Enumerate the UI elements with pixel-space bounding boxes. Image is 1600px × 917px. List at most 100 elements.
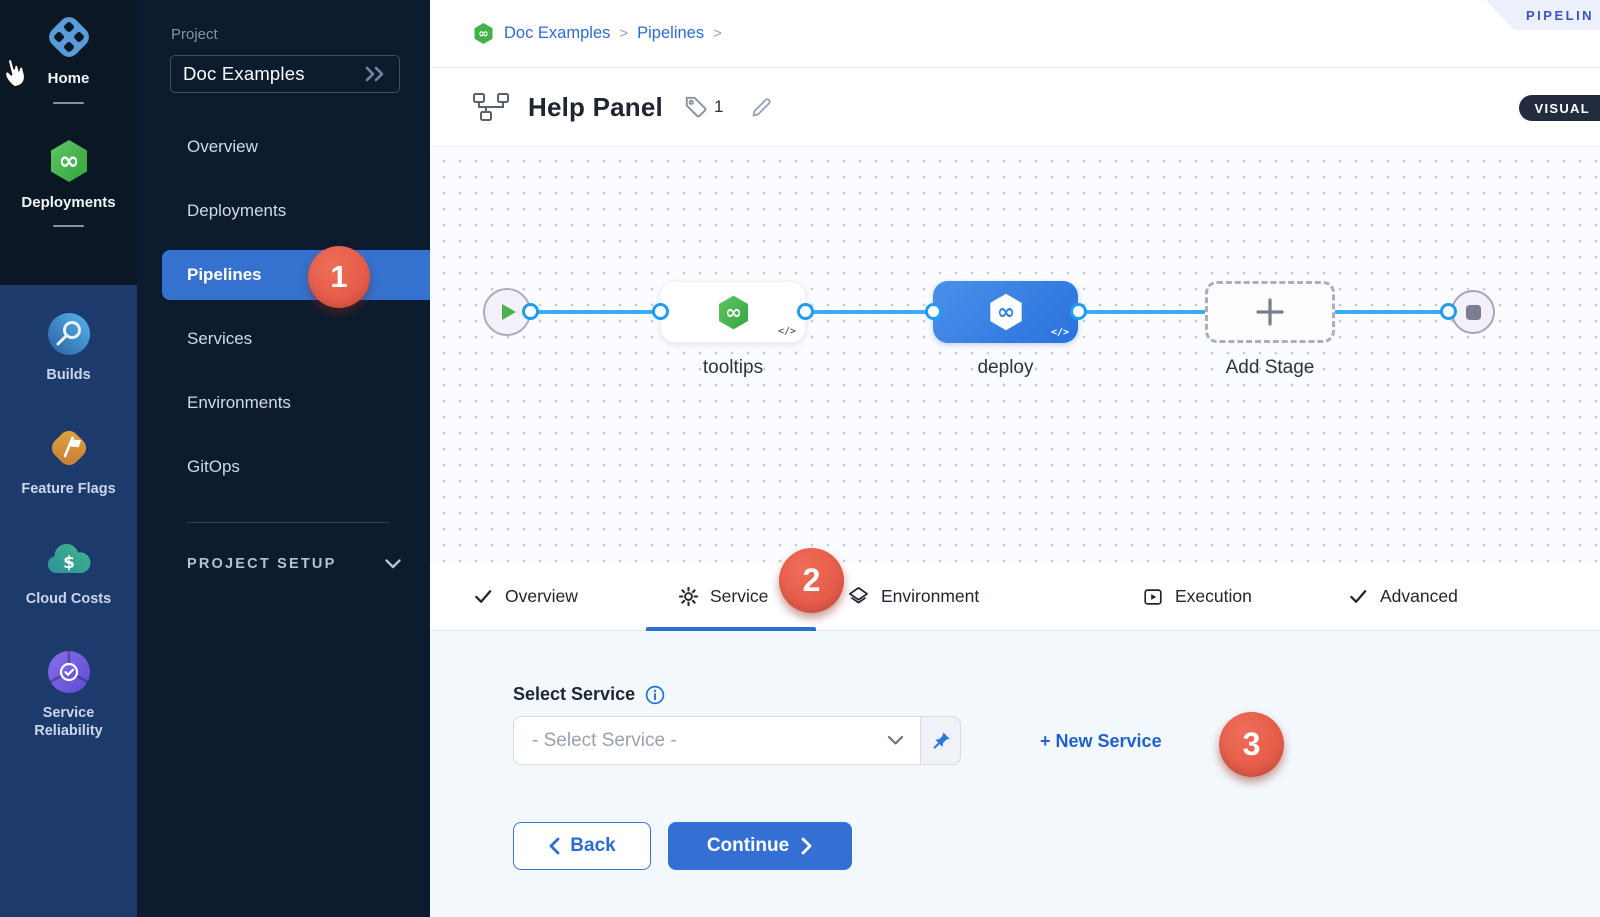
breadcrumb-separator: > — [713, 25, 722, 42]
chevron-right-icon — [801, 837, 813, 855]
tab-environment[interactable]: Environment — [847, 563, 979, 630]
pipeline-end-node — [1451, 290, 1495, 334]
sidebar-item-overview[interactable]: Overview — [187, 137, 258, 156]
pin-service-button[interactable] — [921, 716, 961, 765]
pin-icon — [931, 731, 951, 751]
project-setup-label: PROJECT SETUP — [187, 556, 337, 572]
module-item-service-reliability[interactable]: Service Reliability — [0, 649, 137, 742]
tab-advanced[interactable]: Advanced — [1348, 563, 1458, 630]
module-label-service-reliability: Service Reliability — [34, 704, 103, 740]
back-button[interactable]: Back — [513, 822, 651, 870]
project-selector[interactable]: Doc Examples — [170, 55, 400, 93]
stage-tabs: Overview Service — [430, 563, 1600, 631]
sidebar-divider — [187, 522, 389, 523]
rail-divider — [53, 225, 84, 227]
breadcrumb-pipelines-link[interactable]: Pipelines — [637, 24, 705, 42]
module-item-deployments[interactable]: ∞ Deployments — [0, 138, 137, 227]
tab-execution[interactable]: Execution — [1142, 563, 1252, 630]
info-icon[interactable] — [645, 685, 665, 705]
tab-label: Service — [710, 586, 769, 606]
chevron-left-icon — [548, 837, 560, 855]
hand-cursor-icon — [1, 53, 33, 91]
service-select-dropdown[interactable]: - Select Service - — [513, 716, 921, 765]
pipeline-flowchart-icon — [472, 92, 510, 122]
tab-label: Advanced — [1380, 586, 1458, 606]
connector-dot — [652, 303, 669, 320]
sidebar-item-pipelines[interactable]: Pipelines — [162, 250, 430, 300]
visual-toggle-label: VISUAL — [1534, 100, 1590, 116]
tags-button[interactable]: 1 — [683, 94, 723, 120]
service-config-panel: Select Service - Select Service - — [430, 631, 1600, 917]
stage-node-deploy[interactable]: ∞ </> — [933, 281, 1078, 343]
stop-icon — [1465, 304, 1481, 320]
breadcrumb-separator: > — [619, 25, 629, 42]
ribbon-label: PIPELIN — [1526, 7, 1595, 23]
svg-text:∞: ∞ — [478, 26, 488, 41]
sidebar-item-gitops[interactable]: GitOps — [187, 457, 240, 476]
feature-flags-icon — [46, 425, 92, 471]
svg-text:∞: ∞ — [58, 146, 79, 175]
main-content: PIPELIN ∞ Doc Examples > Pipelines > — [430, 0, 1600, 917]
module-rail-top: Home ∞ Deployments — [0, 0, 137, 285]
module-item-cloud-costs[interactable]: $ Cloud Costs — [0, 539, 137, 609]
callout-badge-3: 3 — [1219, 712, 1284, 777]
breadcrumb-project-link[interactable]: Doc Examples — [504, 24, 611, 42]
plus-icon — [1255, 297, 1285, 327]
connector-dot — [1440, 303, 1457, 320]
connector-dot — [797, 303, 814, 320]
tag-count: 1 — [713, 97, 724, 116]
svg-text:∞: ∞ — [725, 299, 742, 323]
back-button-label: Back — [570, 835, 616, 856]
project-name: Doc Examples — [183, 63, 305, 84]
continue-button[interactable]: Continue — [668, 822, 852, 870]
code-icon: </> — [1050, 327, 1069, 338]
new-service-link[interactable]: + New Service — [1040, 731, 1162, 751]
code-icon: </> — [777, 326, 796, 337]
pipeline-canvas[interactable]: ∞ </> tooltips ∞ </> deploy — [430, 147, 1600, 563]
tag-icon — [683, 94, 709, 120]
page-title: Help Panel — [528, 91, 663, 122]
module-label-feature-flags: Feature Flags — [21, 480, 116, 497]
check-icon — [1348, 586, 1369, 607]
module-rail: Home ∞ Deployments — [0, 0, 137, 917]
edit-pencil-icon[interactable] — [749, 95, 774, 120]
svg-text:$: $ — [63, 553, 75, 573]
module-rail-bottom: Builds Feature Flags — [0, 285, 137, 917]
layers-icon — [847, 585, 870, 608]
cloud-costs-icon: $ — [44, 539, 94, 581]
sidebar-item-services[interactable]: Services — [187, 329, 253, 348]
sidebar-item-environments[interactable]: Environments — [187, 393, 291, 412]
stage-label-deploy: deploy — [977, 357, 1034, 378]
chevron-down-icon — [384, 558, 402, 570]
project-sidebar: Project Doc Examples Overview Deployment… — [137, 0, 430, 917]
cd-hexagon-icon: ∞ — [46, 138, 92, 184]
module-item-builds[interactable]: Builds — [0, 311, 137, 385]
stage-node-tooltips[interactable]: ∞ </> — [660, 281, 806, 343]
chevron-down-icon — [887, 735, 904, 746]
project-setup-toggle[interactable]: PROJECT SETUP — [187, 556, 402, 572]
module-label-home: Home — [47, 70, 90, 87]
check-icon — [473, 586, 494, 607]
add-stage-button[interactable] — [1205, 281, 1335, 343]
play-icon — [498, 303, 517, 321]
builds-icon — [46, 311, 92, 357]
module-item-home[interactable]: Home — [0, 14, 137, 104]
visual-yaml-toggle[interactable]: VISUAL — [1518, 95, 1600, 121]
sidebar-item-deployments[interactable]: Deployments — [187, 201, 287, 220]
tab-overview[interactable]: Overview — [473, 563, 578, 630]
tab-service[interactable]: Service — [645, 563, 817, 631]
breadcrumb: ∞ Doc Examples > Pipelines > — [430, 0, 1600, 68]
module-label-deployments: Deployments — [21, 193, 116, 211]
module-label-cloud-costs: Cloud Costs — [25, 590, 112, 607]
tab-label: Environment — [881, 586, 980, 606]
tab-label: Execution — [1175, 586, 1252, 606]
connector-dot — [1070, 303, 1087, 320]
connector-dot — [925, 303, 942, 320]
connector-dot — [522, 303, 539, 320]
select-service-label-row: Select Service — [513, 684, 665, 705]
service-select-row: - Select Service - — [513, 716, 961, 765]
callout-badge-1: 1 — [308, 246, 370, 308]
module-item-feature-flags[interactable]: Feature Flags — [0, 425, 137, 499]
stage-label-tooltips: tooltips — [702, 357, 764, 378]
